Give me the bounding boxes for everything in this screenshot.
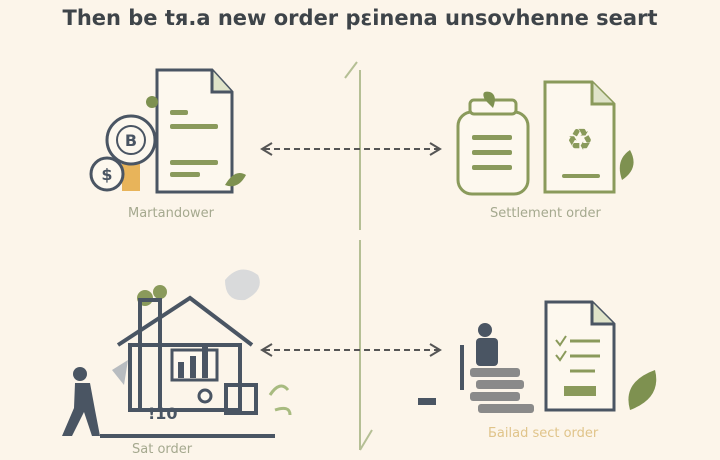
top-left-label: Martandower	[128, 206, 215, 221]
dollar-coin: $	[101, 165, 112, 184]
top-right-label: Settlement order	[490, 206, 601, 221]
svg-text:♻: ♻	[567, 123, 594, 158]
bottom-left-label: Sat order	[132, 442, 193, 457]
page-title: Then be tя.a new order pεinena unsovhenn…	[62, 6, 658, 30]
coin-letter: B	[125, 131, 137, 150]
double-arrow-bottom	[260, 343, 442, 357]
double-arrow-top	[260, 142, 442, 156]
document-coins-icon	[89, 68, 246, 194]
house-number: !10	[148, 404, 178, 423]
center-divider	[344, 61, 373, 451]
house-person-icon	[62, 269, 292, 438]
bottom-right-label: Ƃailad sect order	[488, 426, 599, 441]
jar-recycle-document-icon: ♻	[456, 80, 634, 196]
person-stack-document-icon	[418, 300, 657, 413]
